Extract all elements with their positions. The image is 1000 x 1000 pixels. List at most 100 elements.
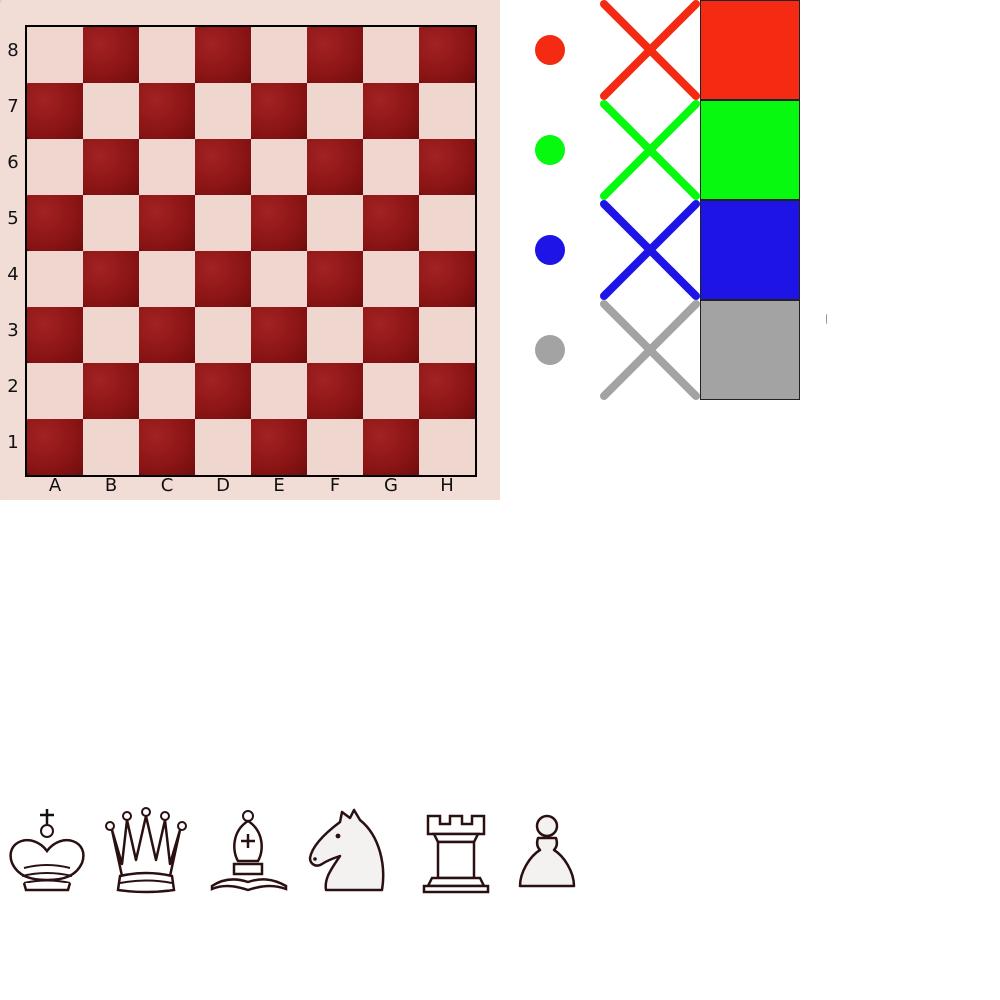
square-c8[interactable] [139,27,195,83]
square-c7[interactable] [139,83,195,139]
square-d6[interactable] [195,139,251,195]
square-g4[interactable] [363,251,419,307]
square-g8[interactable] [363,27,419,83]
rank-label-2: 2 [7,376,19,397]
square-b6[interactable] [83,139,139,195]
rank-label-5: 5 [7,208,19,229]
square-a2[interactable] [27,363,83,419]
board-squares [25,25,477,477]
white-king-icon[interactable] [4,806,94,896]
square-g5[interactable] [363,195,419,251]
file-label-b: B [104,475,118,496]
square-b7[interactable] [83,83,139,139]
square-g3[interactable] [363,307,419,363]
square-d7[interactable] [195,83,251,139]
file-label-a: A [48,475,62,496]
square-h5[interactable] [419,195,475,251]
red-marker-cross-icon[interactable] [600,0,700,100]
square-h4[interactable] [419,251,475,307]
square-b5[interactable] [83,195,139,251]
gray-marker-dot[interactable] [535,335,565,365]
file-label-c: C [160,475,174,496]
square-h7[interactable] [419,83,475,139]
square-h1[interactable] [419,419,475,475]
square-g7[interactable] [363,83,419,139]
gray-marker-square[interactable] [700,300,800,400]
square-d8[interactable] [195,27,251,83]
blue-marker-square[interactable] [700,200,800,300]
square-a1[interactable] [27,419,83,475]
square-g6[interactable] [363,139,419,195]
square-c4[interactable] [139,251,195,307]
square-a4[interactable] [27,251,83,307]
square-f4[interactable] [307,251,363,307]
file-label-e: E [273,475,285,496]
rank-label-4: 4 [7,264,19,285]
white-knight-icon[interactable] [304,806,394,896]
square-b4[interactable] [83,251,139,307]
square-c1[interactable] [139,419,195,475]
stray-mark [826,314,829,324]
square-f1[interactable] [307,419,363,475]
square-e6[interactable] [251,139,307,195]
red-marker-dot[interactable] [535,35,565,65]
file-label-g: G [384,475,398,496]
square-a8[interactable] [27,27,83,83]
square-f5[interactable] [307,195,363,251]
square-a6[interactable] [27,139,83,195]
square-e4[interactable] [251,251,307,307]
white-rook-icon[interactable] [412,806,502,896]
green-marker-cross-icon[interactable] [600,100,700,200]
square-e5[interactable] [251,195,307,251]
square-h3[interactable] [419,307,475,363]
square-g1[interactable] [363,419,419,475]
white-bishop-icon[interactable] [204,806,294,896]
square-f3[interactable] [307,307,363,363]
square-h6[interactable] [419,139,475,195]
square-d5[interactable] [195,195,251,251]
square-d3[interactable] [195,307,251,363]
gray-marker-cross-icon[interactable] [600,300,700,400]
square-c5[interactable] [139,195,195,251]
file-label-d: D [216,475,230,496]
square-c6[interactable] [139,139,195,195]
square-c3[interactable] [139,307,195,363]
square-a5[interactable] [27,195,83,251]
blue-marker-cross-icon[interactable] [600,200,700,300]
square-d4[interactable] [195,251,251,307]
square-c2[interactable] [139,363,195,419]
rank-label-7: 7 [7,96,19,117]
square-f7[interactable] [307,83,363,139]
square-d1[interactable] [195,419,251,475]
blue-marker-dot[interactable] [535,235,565,265]
square-a7[interactable] [27,83,83,139]
file-label-f: F [329,475,341,496]
red-marker-square[interactable] [700,0,800,100]
rank-label-1: 1 [7,432,19,453]
square-b1[interactable] [83,419,139,475]
green-marker-square[interactable] [700,100,800,200]
square-g2[interactable] [363,363,419,419]
square-f8[interactable] [307,27,363,83]
square-a3[interactable] [27,307,83,363]
square-d2[interactable] [195,363,251,419]
rank-label-6: 6 [7,152,19,173]
square-e1[interactable] [251,419,307,475]
green-marker-dot[interactable] [535,135,565,165]
square-f6[interactable] [307,139,363,195]
square-b8[interactable] [83,27,139,83]
square-f2[interactable] [307,363,363,419]
square-b3[interactable] [83,307,139,363]
square-e7[interactable] [251,83,307,139]
square-e2[interactable] [251,363,307,419]
rank-label-8: 8 [7,40,19,61]
square-h8[interactable] [419,27,475,83]
square-e8[interactable] [251,27,307,83]
square-b2[interactable] [83,363,139,419]
square-e3[interactable] [251,307,307,363]
white-queen-icon[interactable] [100,806,190,896]
white-pawn-icon[interactable] [512,806,602,896]
rank-label-3: 3 [7,320,19,341]
square-h2[interactable] [419,363,475,419]
